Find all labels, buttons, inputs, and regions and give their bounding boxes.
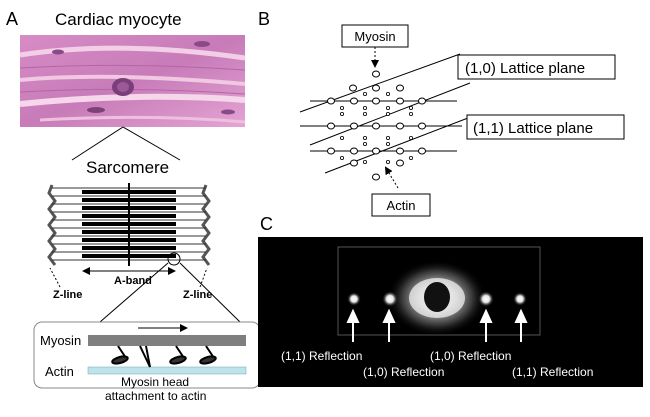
lattice-lines <box>299 53 471 174</box>
myosin-actin-inset: Myosin Actin <box>33 321 261 389</box>
caption-line1: Myosin head <box>121 375 189 389</box>
actin-bar <box>87 366 247 375</box>
myocyte-title: Cardiac myocyte <box>55 10 182 29</box>
sarcomere-diagram <box>47 183 211 266</box>
spot-10-right <box>478 291 494 307</box>
panel-b: B Myosin <box>258 9 625 217</box>
panel-c: C (1,1) Reflection (1,0) Reflection (1,0… <box>258 214 643 387</box>
refl-11-right: (1,1) Reflection <box>512 365 593 379</box>
sarcomere-label: Sarcomere <box>86 158 169 177</box>
refl-10-right: (1,0) Reflection <box>430 349 511 363</box>
panel-c-letter: C <box>260 214 273 234</box>
actin-box-label: Actin <box>387 198 416 213</box>
myosin-bar <box>88 335 246 346</box>
plane10-box <box>457 54 616 80</box>
myosin-label: Myosin <box>40 333 81 348</box>
myocyte-micrograph <box>19 35 246 127</box>
actin-label: Actin <box>45 364 74 379</box>
zline-left-label: Z-line <box>53 289 82 301</box>
plane10-label: (1,0) Lattice plane <box>465 60 585 77</box>
spot-10-left <box>382 291 398 307</box>
myosin-box-label: Myosin <box>354 29 395 44</box>
lattice-points <box>327 70 426 181</box>
actin-box <box>371 193 431 217</box>
panel-a: A Cardiac myocyte Sarcomere <box>6 9 261 403</box>
aband-label: A-band <box>114 275 152 287</box>
refl-10-left: (1,0) Reflection <box>363 365 444 379</box>
panel-b-letter: B <box>258 9 270 29</box>
plane11-label: (1,1) Lattice plane <box>473 120 593 137</box>
caption-line2: attachment to actin <box>105 389 206 403</box>
plane11-box <box>466 114 625 140</box>
panel-a-letter: A <box>6 9 18 29</box>
zline-right-label: Z-line <box>183 289 212 301</box>
spot-11-right <box>513 292 527 306</box>
beam-stop <box>424 282 450 312</box>
refl-11-left: (1,1) Reflection <box>281 349 362 363</box>
spot-11-left <box>347 292 361 306</box>
